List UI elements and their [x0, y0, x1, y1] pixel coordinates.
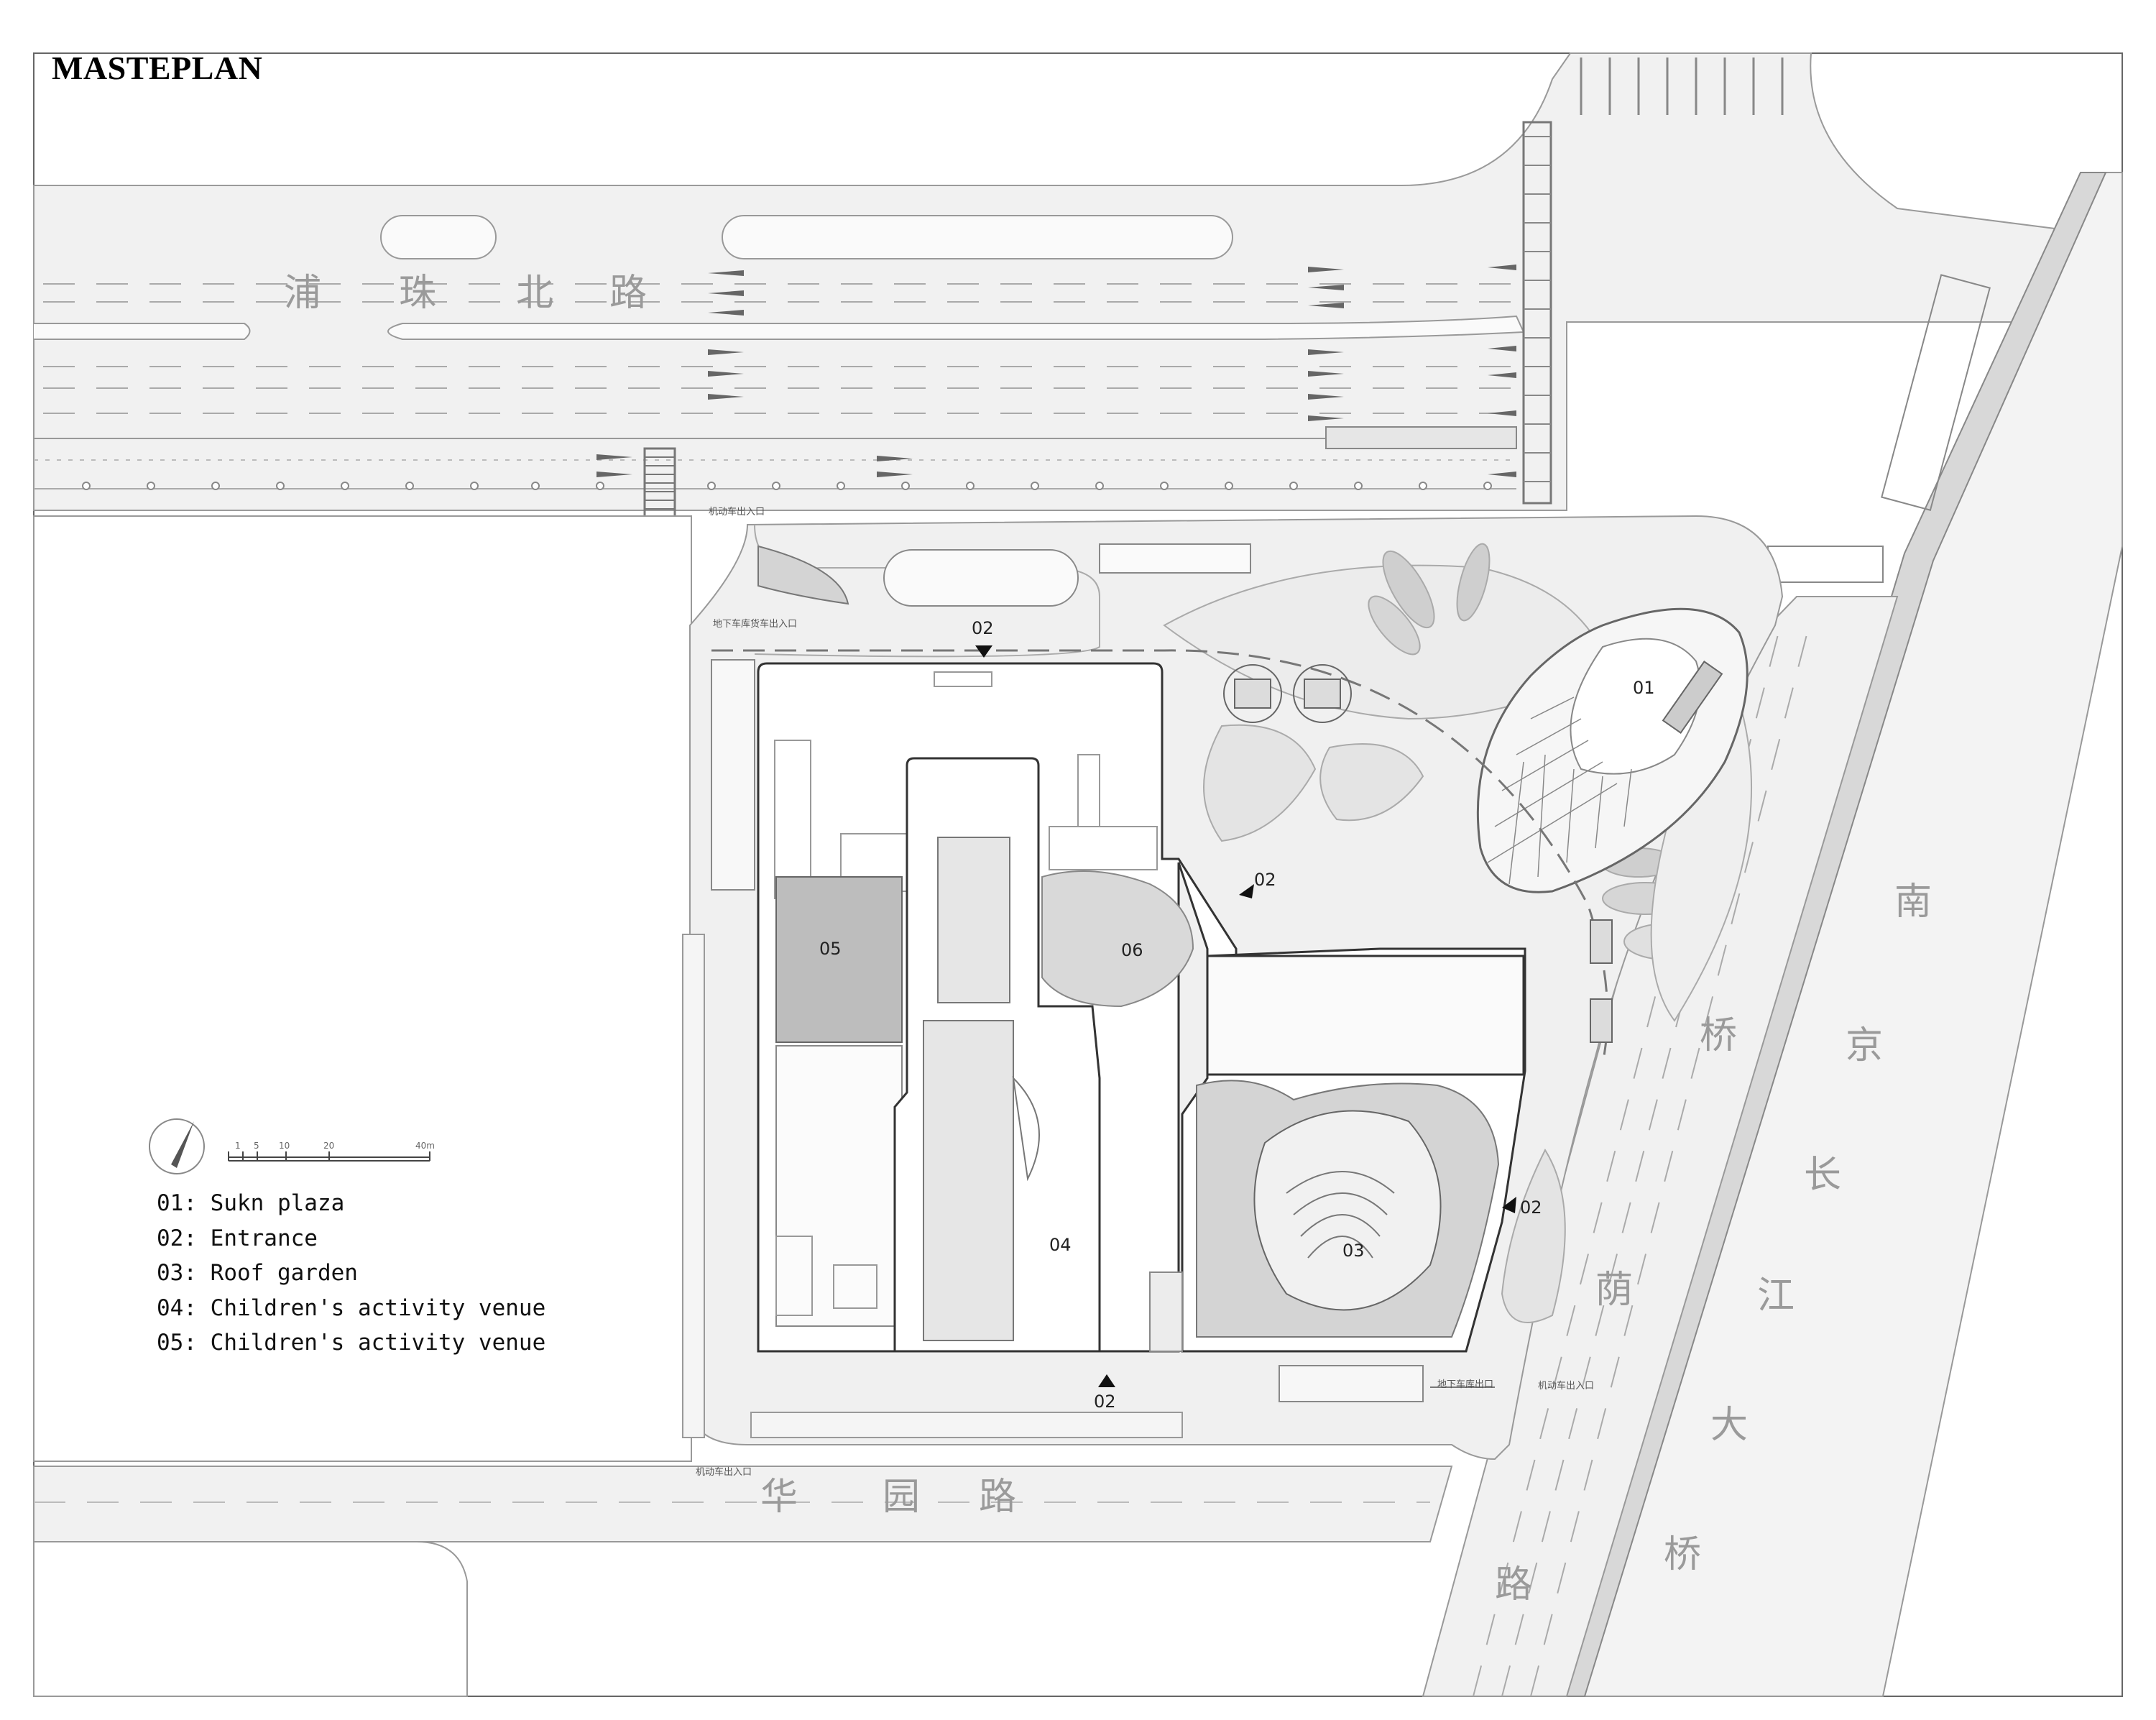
drawing-title: MASTEPLAN [52, 50, 263, 86]
sunk-plaza-01 [1476, 607, 1749, 893]
road-char: 桥 [1664, 1533, 1701, 1576]
skylights [1223, 664, 1613, 1043]
zone-label-02-north: 02 [972, 618, 994, 638]
entrance-route [711, 649, 1609, 1064]
road-char: 路 [979, 1476, 1016, 1519]
legend-item-01: 01: Sukn plaza [157, 1190, 345, 1216]
vehicle-entry-south-label: 机动车出入口 [696, 1466, 752, 1478]
road-char: 浦 [284, 272, 321, 315]
garage-exit-east-label: 地下车库出口 [1437, 1379, 1493, 1390]
road-char: 荫 [1595, 1269, 1633, 1312]
road-char: 路 [609, 272, 647, 315]
zone-label-05: 05 [819, 939, 842, 959]
road-name-east-b: 桥 荫 路 [1495, 1014, 1737, 1606]
west-block [33, 515, 692, 1462]
north-arrow [149, 1118, 205, 1174]
scale-tick-40m: 40m [415, 1141, 435, 1151]
zone-label-02-south: 02 [1094, 1392, 1116, 1412]
landscape [1163, 543, 1753, 1323]
road-name-south: 华 园 路 [760, 1476, 1016, 1519]
road-name-north: 浦 珠 北 路 [284, 272, 647, 315]
building [757, 662, 1526, 1353]
west-service-lane [682, 659, 1183, 1438]
legend: 01: Sukn plaza 02: Entrance 03: Roof gar… [157, 1186, 545, 1361]
south-features [1279, 1365, 1495, 1402]
zone-label-06: 06 [1121, 940, 1143, 960]
zone-label-02-east: 02 [1520, 1197, 1542, 1218]
road-char: 南 [1894, 880, 1932, 924]
vehicle-entry-north-label: 机动车出入口 [709, 506, 765, 518]
south-road [33, 1466, 1453, 1697]
scale-tick-10: 10 [279, 1141, 290, 1151]
zone-label-02-northeast: 02 [1254, 870, 1276, 890]
road-char: 江 [1757, 1274, 1795, 1317]
road-name-east-a: 南 京 长 江 大 桥 [1664, 880, 1932, 1576]
road-char: 大 [1710, 1404, 1748, 1447]
vehicle-entry-east-label: 机动车出入口 [1538, 1380, 1594, 1392]
scale-tick-20: 20 [323, 1141, 334, 1151]
road-char: 园 [883, 1476, 920, 1519]
entrance-markers [975, 645, 1516, 1387]
road-char: 华 [760, 1476, 798, 1519]
scale-bar [228, 1151, 430, 1162]
zone-label-03: 03 [1342, 1241, 1365, 1261]
scale-tick-5: 5 [254, 1141, 259, 1151]
garage-entry-north-label: 地下车库货车出入口 [713, 618, 797, 630]
road-char: 路 [1495, 1563, 1532, 1606]
road-char: 长 [1804, 1154, 1841, 1197]
road-char: 桥 [1700, 1014, 1737, 1057]
bus-loop [754, 524, 1251, 658]
scale-tick-1: 1 [235, 1141, 241, 1151]
road-char: 珠 [399, 272, 436, 315]
road-char: 北 [516, 272, 553, 315]
road-char: 京 [1846, 1024, 1883, 1067]
legend-item-05: 05: Children's activity venue [157, 1330, 546, 1356]
zone-label-04: 04 [1049, 1235, 1072, 1255]
scale-labels: 1 5 10 20 40m [235, 1141, 435, 1151]
legend-item-02: 02: Entrance [157, 1225, 318, 1251]
north-road [33, 52, 2123, 519]
legend-item-03: 03: Roof garden [157, 1260, 358, 1286]
zone-label-01: 01 [1633, 678, 1655, 698]
legend-item-04: 04: Children's activity venue [157, 1294, 546, 1321]
